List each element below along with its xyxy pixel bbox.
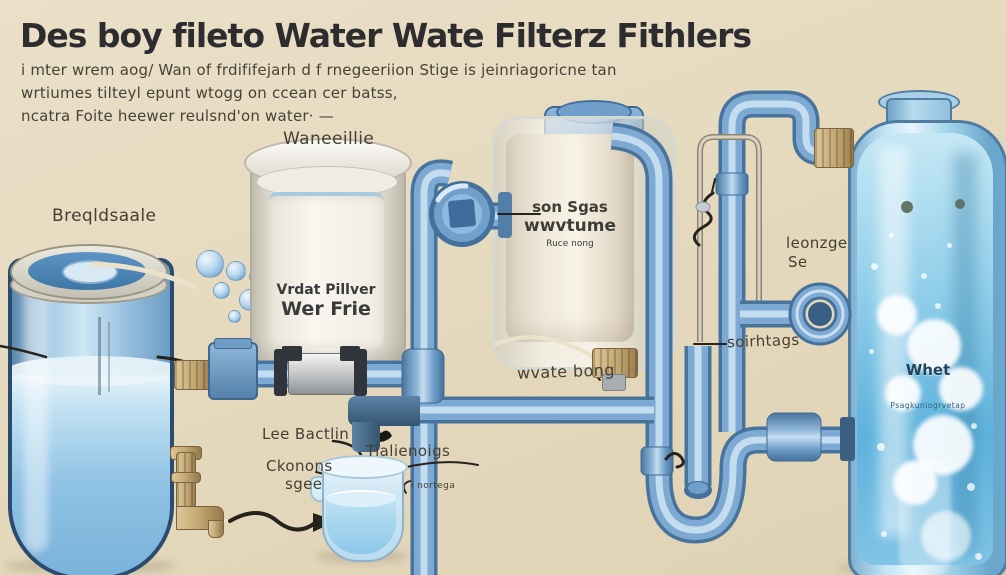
pitcher-lid-opening — [62, 260, 118, 284]
dark-elbow-down — [352, 422, 380, 452]
pitcher-water-surface — [12, 356, 170, 387]
sleeve-inverted-u — [715, 172, 749, 196]
callout-valve-bottom: wvate bong — [516, 360, 616, 383]
callout-cup-upper-left: Lee Bactlin — [262, 425, 350, 443]
sleeve-main-vertical — [401, 348, 445, 404]
center-filter-cartridge — [506, 134, 634, 342]
pitcher-water — [12, 375, 170, 575]
valve-box — [208, 342, 258, 400]
tank-body: Whet Psagkuniogrvetap — [848, 120, 1006, 575]
dark-elbow — [348, 396, 420, 426]
diagram-title: Des boy fileto Water Wate Filterz Fithle… — [20, 16, 752, 55]
hook-nortega — [402, 480, 411, 494]
callout-pipe-tiny: i nortega — [411, 481, 456, 491]
faucet-body — [176, 452, 196, 514]
round-coupling-highlight — [795, 289, 845, 339]
pitcher-body — [8, 258, 174, 575]
sleeve-utrap-leg — [640, 446, 674, 476]
tank-inlet-connector — [814, 128, 854, 168]
arc-valve-bottom — [494, 335, 594, 358]
sleeve-tank-pipe — [766, 412, 822, 462]
white-filter-text-line2: Wer Frie — [281, 298, 371, 320]
callout-right-upper-1: leonzge — [786, 234, 848, 252]
gray-stub-center — [602, 374, 626, 391]
hook-on-utrap-icon — [664, 452, 685, 469]
faucet-outlet — [208, 520, 224, 538]
arrow-faucet-to-cup — [228, 511, 317, 532]
pitcher-artifact-stick-2 — [108, 322, 110, 392]
callout-cup-left-2: sgee — [285, 475, 323, 493]
pitcher-artifact-stick — [98, 317, 101, 395]
callout-cup-top: Tialienoigs — [366, 442, 451, 460]
subtitle-line-2: wrtiumes tilteyl epunt wtogg on ccean ce… — [21, 84, 398, 102]
white-filter-foot-left — [282, 346, 302, 361]
thin-tube-inner — [698, 135, 761, 342]
pitcher-glass-highlight — [24, 268, 48, 552]
tank-text-line1: Whet — [905, 361, 951, 379]
cup-water — [326, 498, 396, 554]
white-filter-text-line1: Vrdat Pillver — [276, 282, 376, 298]
subtitle-line-1: i mter wrem aog/ Wan of frdififejarh d f… — [21, 61, 617, 79]
pipe-end-cap-inner — [688, 482, 708, 494]
valve-knob — [429, 181, 495, 247]
pipe-inverted-u — [728, 100, 842, 432]
squiggle-blob — [695, 201, 711, 213]
flange-tank-inlet — [840, 417, 855, 461]
round-coupling-hole — [808, 302, 832, 326]
white-filter-label: Waneeillie — [283, 129, 375, 149]
tank-text-line2: Psagkuniogrvetap — [890, 401, 966, 410]
center-filter-text-line1: son Sgas — [532, 198, 608, 216]
tank-speck-2 — [955, 199, 965, 209]
valve-box-flange — [214, 338, 252, 349]
tube-lid-to-bubbles — [91, 261, 197, 290]
leader-left-edge — [0, 344, 48, 359]
cup-rim — [318, 455, 408, 479]
subtitle-line-3: ncatra Foite heewer reulsnd'on water· — — [21, 107, 334, 125]
white-filter-foot-right — [340, 346, 360, 361]
cup-water-surface — [326, 490, 396, 507]
callout-cup-left-1: Ckonons — [266, 457, 333, 475]
callout-right-mid: soirhtags — [726, 330, 800, 352]
faucet-flange — [171, 472, 201, 483]
leader-cup-right — [401, 461, 479, 469]
pitcher-label: Breqldsaale — [52, 206, 157, 226]
brass-fitting-left — [174, 360, 212, 390]
pipe-utrap-to-tank — [611, 132, 850, 534]
pipe-main-vertical — [420, 169, 451, 575]
callout-right-upper-2: Se — [788, 253, 808, 271]
center-filter-text-line3: Ruce nong — [546, 239, 594, 249]
center-filter-text-line2: wwvtume — [524, 216, 616, 236]
white-filter-cartridge — [268, 192, 384, 348]
tank-speck-1 — [901, 201, 913, 213]
white-filter-text: Vrdat Pillver Wer Frie — [268, 282, 384, 320]
center-filter-text: son Sgas wwvtume Ruce nong — [506, 198, 634, 249]
squiggle-stem — [711, 178, 716, 193]
